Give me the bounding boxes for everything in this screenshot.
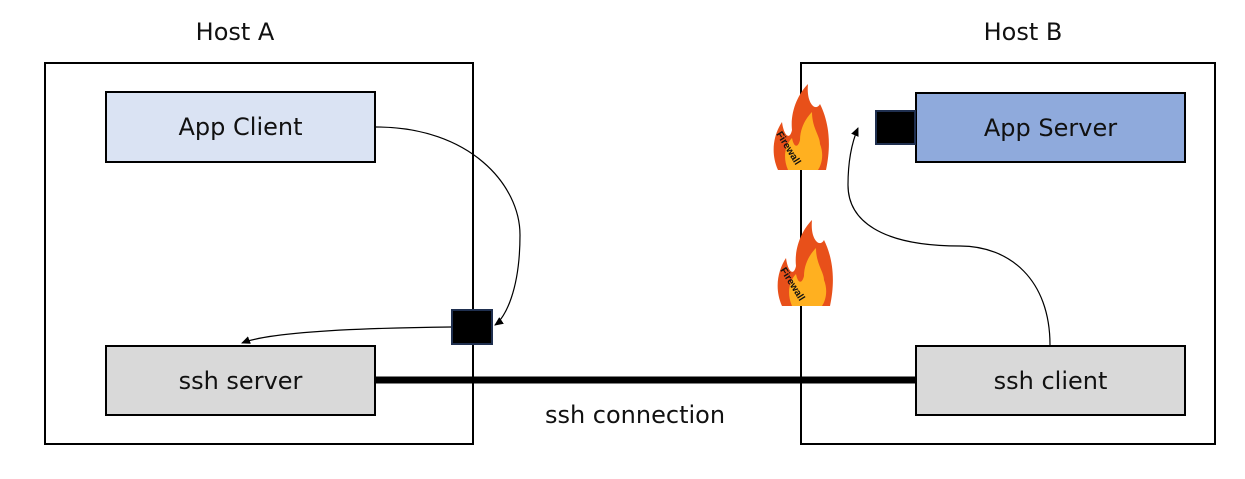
host-a-title: Host A (195, 18, 275, 46)
ssh-client-to-app-server-arrow (847, 127, 1051, 346)
port-to-ssh-server-arrow (241, 326, 452, 344)
ssh-connection-label: ssh connection (544, 401, 726, 429)
app-server-port[interactable] (875, 110, 916, 145)
ssh-client-node[interactable]: ssh client (915, 345, 1186, 416)
app-server-node[interactable]: App Server (915, 92, 1186, 163)
ssh-client-label: ssh client (993, 366, 1108, 395)
app-client-label: App Client (178, 113, 303, 141)
host-b-title: Host B (983, 18, 1063, 46)
client-to-port-arrow (375, 126, 521, 326)
forwarded-port-host-a[interactable] (451, 309, 493, 345)
host-a-box (44, 62, 474, 445)
firewall-icon: Firewall (777, 220, 833, 306)
app-client-node[interactable]: App Client (105, 91, 376, 163)
ssh-server-node[interactable]: ssh server (105, 345, 376, 416)
firewall-icon: Firewall (773, 84, 829, 170)
ssh-server-label: ssh server (178, 366, 303, 395)
app-server-label: App Server (983, 113, 1118, 142)
